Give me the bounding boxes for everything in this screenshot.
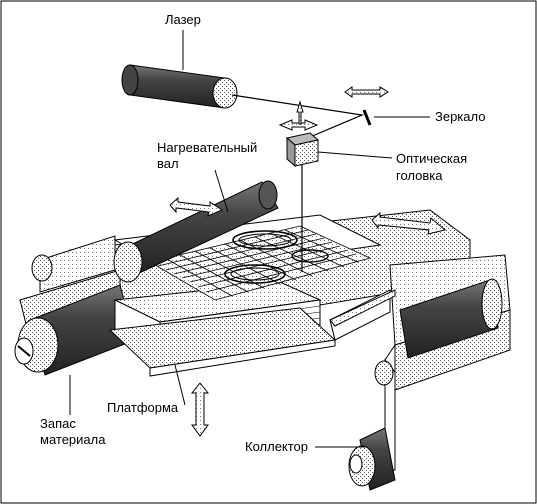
right-guide-roller — [374, 360, 394, 386]
label-collector: Коллектор — [245, 439, 308, 454]
left-guide-roller — [31, 254, 53, 282]
optical-head — [285, 132, 320, 168]
mirror-motion-arrow — [344, 86, 389, 98]
platform-leader-line — [174, 364, 186, 406]
label-optical-head-line1: Оптическая — [396, 151, 467, 166]
label-laser: Лазер — [165, 12, 201, 27]
mirror — [362, 109, 372, 126]
label-mirror: Зеркало — [435, 109, 485, 124]
laser-unit — [121, 64, 238, 109]
film-feed-arrow — [371, 211, 447, 235]
optical-head-leader-line — [317, 151, 393, 159]
label-platform: Платформа — [107, 400, 179, 415]
cutting-grid — [148, 225, 372, 301]
heated-roller — [113, 180, 279, 283]
roller-motion-arrow — [169, 196, 224, 217]
label-optical-head-line2: головка — [396, 168, 443, 183]
heated-roller-leader-line — [214, 169, 229, 213]
label-material-supply-line1: Запас — [40, 416, 76, 431]
laser-beam — [231, 94, 365, 138]
label-heated-roller-line2: вал — [157, 156, 179, 171]
optical-head-cross-arrows — [278, 100, 319, 131]
collector-roll — [348, 427, 396, 491]
label-material-supply-line2: материала — [40, 432, 106, 447]
label-heated-roller-line1: Нагревательный — [157, 140, 257, 155]
material-supply-roll — [14, 284, 136, 376]
platform-vertical-arrow — [190, 382, 210, 437]
right-upper-roll — [399, 278, 503, 359]
platform-edge — [149, 339, 336, 377]
